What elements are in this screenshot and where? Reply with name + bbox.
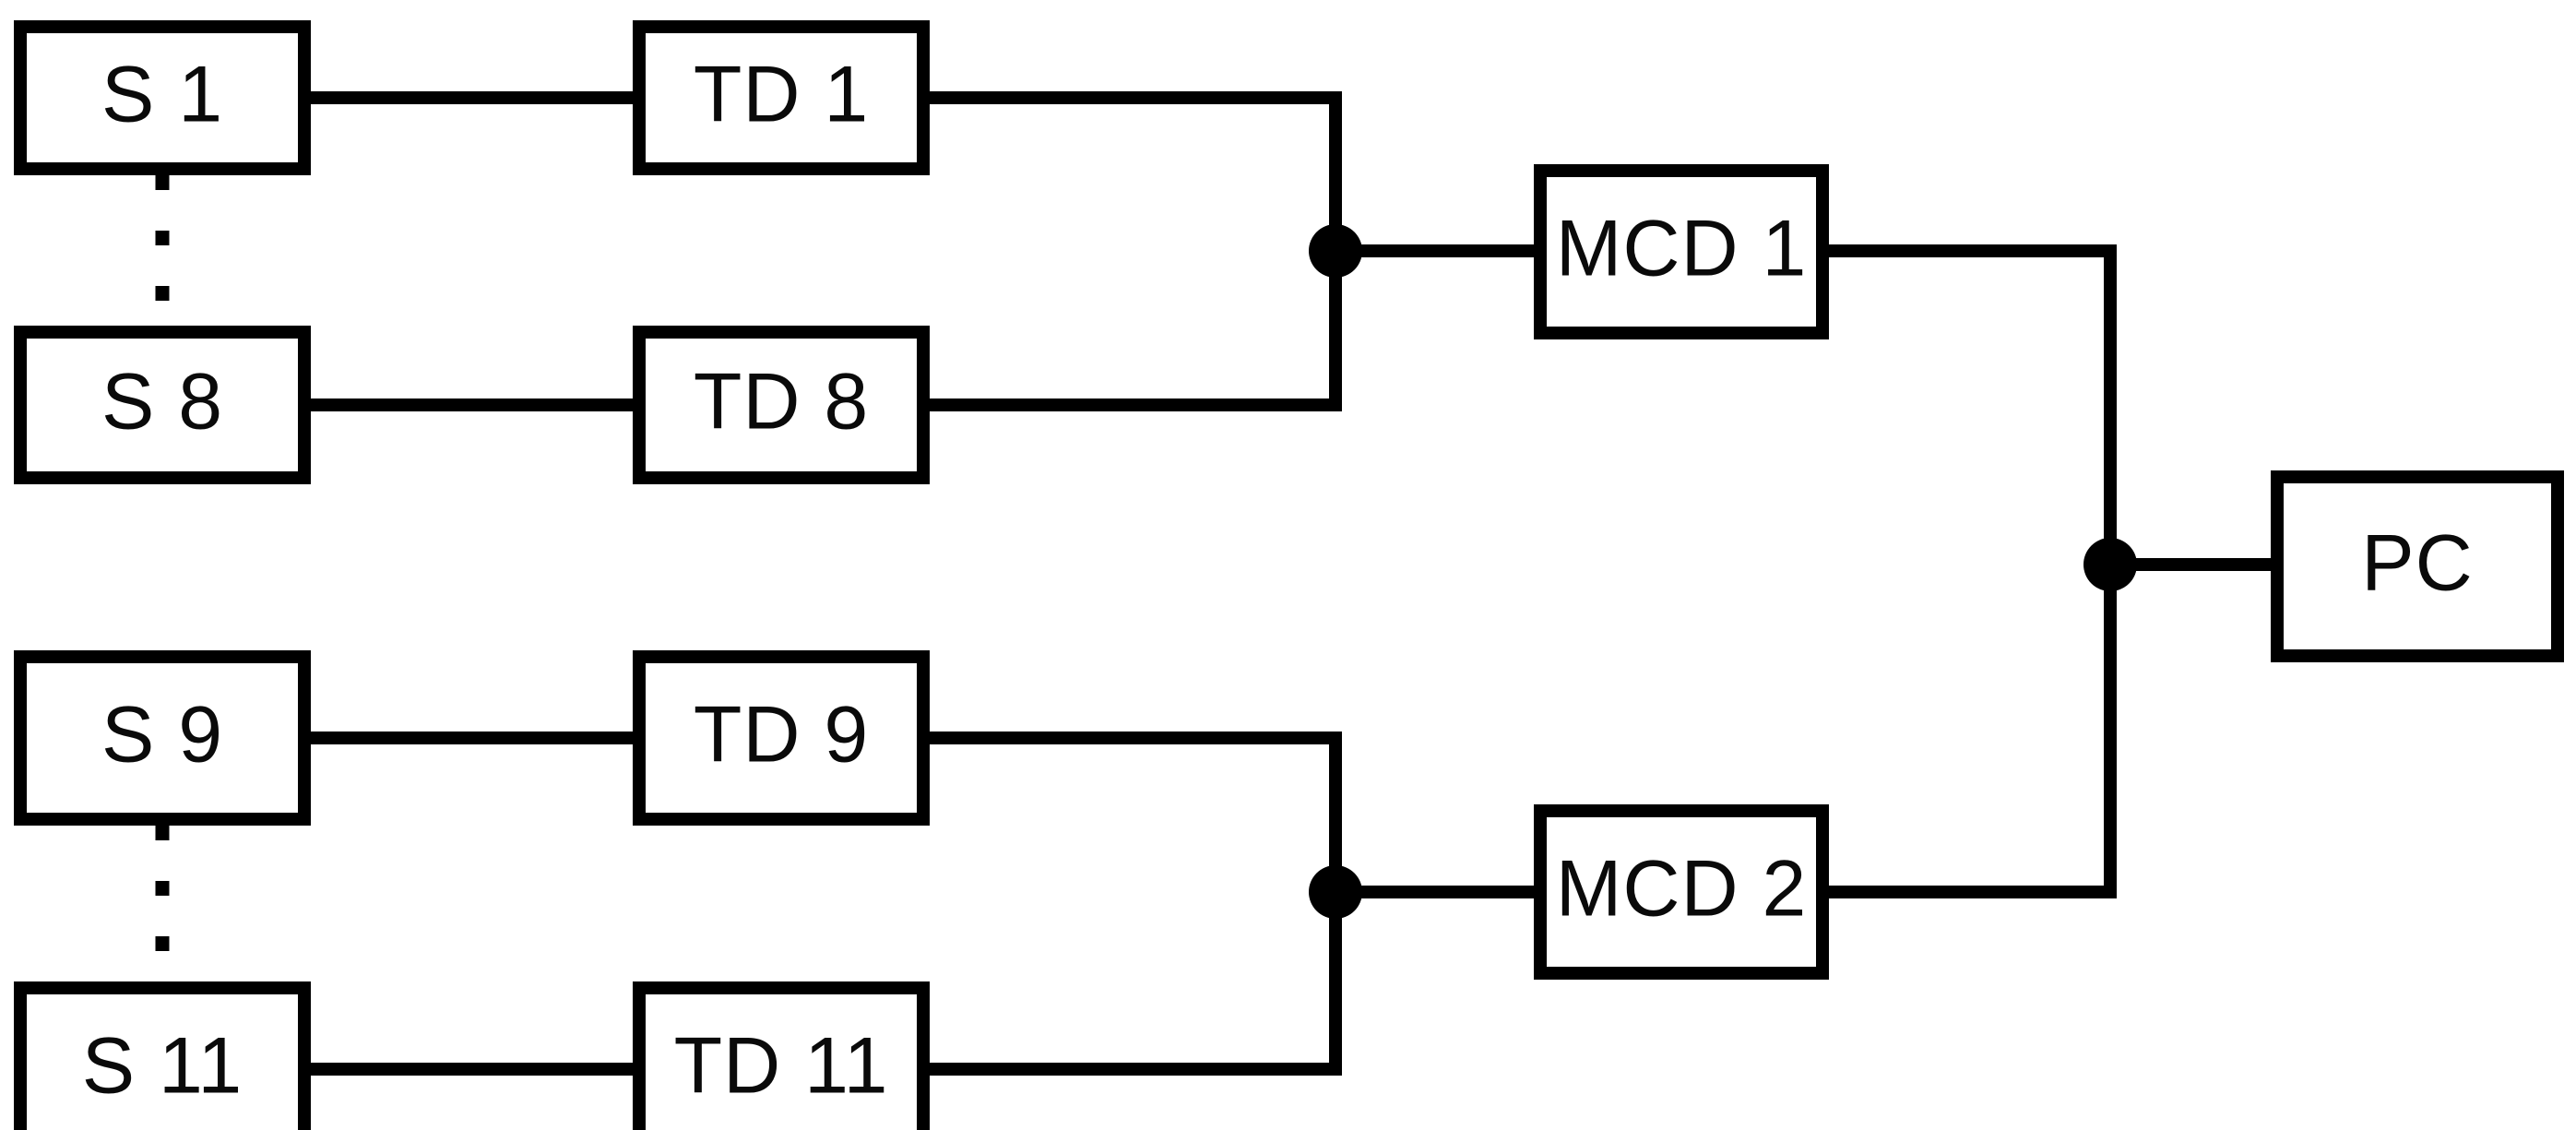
connector-mcd1-junction-pc [1829, 244, 2117, 565]
node-box-s11 [14, 981, 311, 1130]
junction-mcd2-dot-icon [1309, 865, 1362, 919]
node-label-s9: S 9 [101, 691, 223, 779]
node-box-s8 [14, 326, 311, 484]
node-mcd1[interactable]: MCD 1 [1534, 164, 1829, 339]
junction-mcd1-dot-icon [1309, 224, 1362, 278]
node-s11[interactable]: S 11 [14, 981, 311, 1130]
connection-wires-layer [311, 91, 2271, 1076]
connector-mcd2-junction-pc [1829, 565, 2117, 898]
node-pc[interactable]: PC [2271, 470, 2564, 662]
node-label-td1: TD 1 [694, 51, 869, 139]
node-s9[interactable]: S 9 [14, 650, 311, 826]
junction-dots-layer [1309, 224, 2137, 919]
node-td11[interactable]: TD 11 [633, 981, 930, 1130]
node-box-pc [2271, 470, 2564, 662]
node-label-td11: TD 11 [674, 1022, 889, 1111]
node-td8[interactable]: TD 8 [633, 326, 930, 484]
node-box-td1 [633, 20, 930, 175]
junction-pc-dot-icon [2083, 538, 2137, 591]
node-s1[interactable]: S 1 [14, 20, 311, 175]
node-td1[interactable]: TD 1 [633, 20, 930, 175]
connector-td11-junction [930, 892, 1342, 1076]
node-box-s1 [14, 20, 311, 175]
node-box-mcd2 [1534, 804, 1829, 980]
node-s8[interactable]: S 8 [14, 326, 311, 484]
node-box-td9 [633, 650, 930, 826]
node-label-mcd2: MCD 2 [1556, 845, 1808, 934]
connector-td9-junction [930, 732, 1342, 892]
node-label-mcd1: MCD 1 [1556, 205, 1808, 293]
node-label-td9: TD 9 [694, 691, 869, 779]
node-td9[interactable]: TD 9 [633, 650, 930, 826]
node-mcd2[interactable]: MCD 2 [1534, 804, 1829, 980]
connector-td1-junction [930, 91, 1342, 251]
connector-td8-junction [930, 251, 1342, 411]
node-label-pc: PC [2361, 519, 2473, 608]
node-label-s8: S 8 [101, 358, 223, 446]
node-label-td8: TD 8 [694, 358, 869, 446]
nodes-layer: S 1 S 8 S 9 S 11 TD 1 TD 8 TD 9 TD 11 MCD 1 MCD 2… [14, 20, 2564, 1130]
node-box-s9 [14, 650, 311, 826]
node-box-td8 [633, 326, 930, 484]
node-label-s11: S 11 [82, 1022, 243, 1111]
node-label-s1: S 1 [101, 51, 223, 139]
node-box-td11 [633, 981, 930, 1130]
node-box-mcd1 [1534, 164, 1829, 339]
